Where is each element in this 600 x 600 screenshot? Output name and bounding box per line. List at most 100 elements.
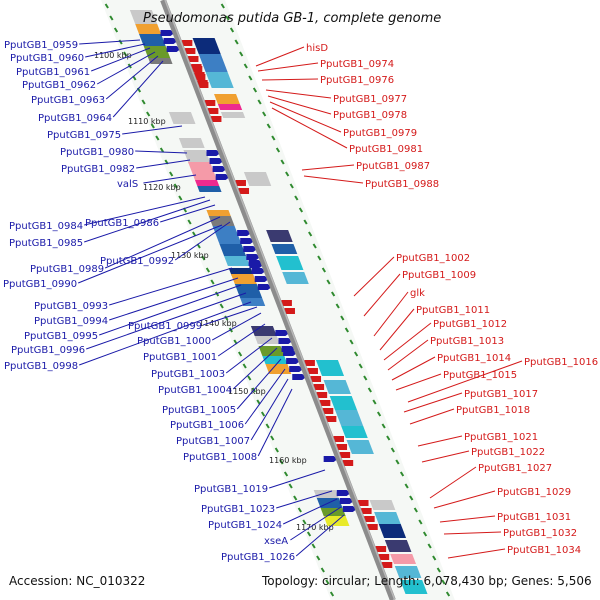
right-leader-line	[267, 95, 332, 115]
right-leader-line	[301, 164, 355, 171]
cog-block	[212, 226, 242, 244]
cog-block	[329, 396, 358, 410]
map-title: Pseudomonas putida GB-1, complete genome	[143, 11, 441, 26]
left-gene-label: PputGB1_1026	[221, 552, 295, 563]
right-gene-label: PputGB1_0976	[320, 75, 394, 86]
scale-label: 1100 kbp	[94, 51, 132, 60]
forward-cds-arrow	[283, 350, 298, 356]
left-gene-label: PputGB1_1004	[158, 385, 232, 396]
tick-mark	[302, 519, 307, 525]
tick-mark	[390, 447, 395, 453]
right-leader-line	[271, 107, 348, 149]
tick-mark	[326, 279, 331, 285]
left-gene-label: PputGB1_0994	[34, 316, 108, 327]
cog-block	[254, 336, 280, 344]
right-gene-label: PputGB1_1018	[456, 405, 530, 416]
scale-label: 1130 kbp	[171, 251, 209, 260]
tick-mark	[141, 99, 146, 105]
left-gene-label: PputGB1_0989	[30, 264, 104, 275]
tick-mark	[335, 303, 340, 309]
cog-block	[205, 72, 234, 88]
forward-cds-arrow	[160, 30, 175, 36]
tick-mark	[311, 543, 316, 549]
right-gene-label: PputGB1_1016	[524, 357, 598, 368]
forward-cds-arrow	[336, 490, 351, 496]
tick-mark	[288, 483, 293, 489]
cog-block	[168, 112, 196, 124]
right-leader-line	[395, 373, 442, 391]
scale-label: 1160 kbp	[269, 456, 307, 465]
left-leader-line	[136, 159, 191, 169]
cog-block	[183, 150, 211, 164]
tick-mark	[381, 423, 386, 429]
left-leader-line	[282, 498, 338, 525]
tick-mark	[445, 591, 451, 597]
left-gene-label: PputGB1_1007	[176, 436, 250, 447]
left-gene-label: xseA	[264, 536, 288, 547]
left-gene-label: PputGB1_0995	[24, 331, 98, 342]
left-gene-label: PputGB1_0990	[3, 279, 77, 290]
cog-block	[315, 360, 345, 376]
cog-block	[208, 216, 235, 226]
tick-mark	[205, 267, 211, 273]
tick-mark	[248, 75, 253, 81]
tick-mark	[293, 495, 298, 501]
cog-block	[135, 24, 162, 34]
tick-mark	[413, 507, 418, 513]
forward-cds-arrow	[275, 330, 290, 336]
left-gene-label: PputGB1_1000	[137, 336, 211, 347]
forward-cds-arrow	[237, 230, 252, 236]
tick-mark	[329, 591, 335, 597]
left-leader-line	[143, 174, 197, 184]
tick-mark	[104, 3, 109, 9]
tick-mark	[395, 459, 400, 465]
tick-mark	[243, 63, 248, 69]
right-leader-line	[421, 450, 470, 463]
left-leader-line	[99, 284, 242, 336]
tick-mark	[173, 183, 178, 189]
tick-mark	[279, 459, 284, 465]
left-leader-line	[122, 125, 183, 135]
tick-mark	[113, 27, 119, 33]
cog-block	[384, 540, 412, 552]
left-leader-line	[79, 39, 141, 45]
tick-mark	[297, 507, 302, 513]
tick-mark	[340, 315, 345, 321]
cog-block	[313, 490, 339, 498]
left-gene-label: PputGB1_0959	[4, 40, 78, 51]
cog-block	[243, 172, 272, 186]
cog-block	[192, 38, 221, 54]
right-leader-line	[255, 46, 305, 67]
tick-mark	[308, 231, 313, 237]
tick-mark	[247, 375, 252, 381]
left-gene-label: PputGB1_0975	[47, 130, 121, 141]
forward-cds-arrow	[240, 238, 255, 244]
cog-block	[178, 138, 205, 148]
cog-block	[282, 272, 309, 284]
tick-mark	[306, 531, 312, 537]
left-gene-label: PputGB1_0982	[61, 164, 135, 175]
right-gene-label: PputGB1_1021	[464, 432, 538, 443]
cog-block	[219, 244, 247, 256]
scale-label: 1150 kbp	[228, 387, 266, 396]
right-gene-label: PputGB1_1013	[430, 336, 504, 347]
left-leader-line	[78, 224, 223, 284]
tick-mark	[404, 483, 409, 489]
left-gene-label: PputGB1_0984	[9, 221, 83, 232]
tick-mark	[358, 363, 363, 369]
left-gene-label: PputGB1_0964	[38, 113, 112, 124]
label-leader-lines	[78, 39, 523, 559]
right-gene-label: PputGB1_1032	[503, 528, 577, 539]
right-leader-line	[363, 273, 401, 317]
left-leader-line	[225, 337, 273, 374]
cog-block	[129, 10, 158, 24]
left-leader-line	[105, 55, 159, 100]
tick-mark	[331, 291, 336, 297]
left-leader-line	[135, 150, 188, 154]
tick-mark	[146, 111, 151, 117]
right-leader-line	[387, 339, 429, 371]
tick-mark	[367, 387, 372, 393]
left-leader-line	[160, 204, 216, 223]
